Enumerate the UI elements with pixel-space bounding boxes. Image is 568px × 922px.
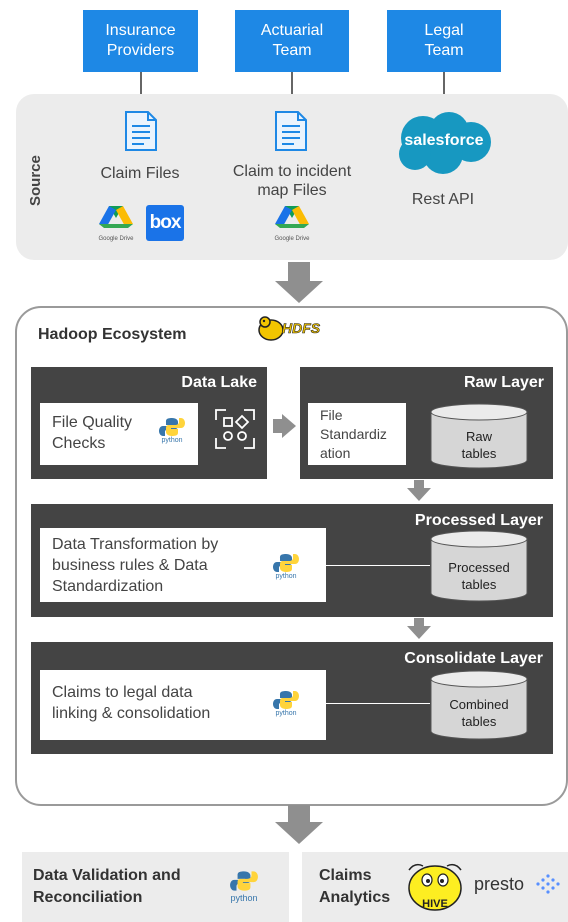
- source-label-line1: Legal: [424, 22, 464, 39]
- raw-tables-line1: Raw: [465, 429, 492, 444]
- document-icon: [274, 110, 308, 152]
- source-label-line1: Insurance: [105, 22, 176, 39]
- flow-arrow-body: [414, 480, 424, 489]
- source-label-line2: Team: [424, 42, 464, 59]
- claims-analytics-label: Claims Analytics: [319, 865, 390, 909]
- hdfs-logo: HDFS: [256, 313, 330, 343]
- google-drive-icon: Google Drive: [96, 206, 136, 242]
- source-label-line2: Providers: [106, 42, 175, 59]
- data-transformation-line3: Standardization: [52, 578, 164, 595]
- flow-arrow-head: [275, 281, 323, 303]
- consolidate-layer-title: Consolidate Layer: [404, 650, 543, 667]
- processed-layer-title: Processed Layer: [414, 512, 543, 529]
- document-icon: [124, 110, 158, 152]
- arrow-line: [140, 72, 142, 96]
- flow-arrow-head: [275, 822, 323, 844]
- flow-arrow-body: [414, 618, 424, 627]
- presto-logo-text: presto: [474, 874, 525, 894]
- file-quality-line2: Checks: [52, 435, 106, 452]
- flow-arrow-head: [407, 626, 431, 639]
- file-std-line2: Standardiz: [320, 426, 387, 442]
- salesforce-logo-text: salesforce: [404, 132, 484, 149]
- python-label: python: [230, 893, 258, 903]
- box-logo-text: box: [149, 212, 182, 233]
- data-transformation-line2: business rules & Data: [52, 557, 208, 574]
- data-validation-line2: Reconciliation: [33, 889, 143, 906]
- processed-tables-line2: tables: [461, 577, 497, 592]
- arrow-line: [291, 72, 293, 96]
- hdfs-logo-text: HDFS: [282, 320, 321, 337]
- incident-map-caption: Claim to incident map Files: [210, 162, 374, 200]
- processed-tables-line1: Processed: [448, 560, 510, 575]
- data-validation-line1: Data Validation and: [33, 867, 181, 884]
- arrow-line: [443, 72, 445, 96]
- python-icon: python: [226, 869, 262, 909]
- connector-line: [326, 703, 430, 704]
- claims-linking-line1: Claims to legal data: [52, 684, 193, 701]
- raw-tables-line2: tables: [461, 446, 497, 461]
- python-label: python: [275, 710, 297, 717]
- data-transformation-line1: Data Transformation by: [52, 536, 219, 553]
- flow-arrow-head: [282, 414, 296, 438]
- file-quality-line1: File Quality: [52, 414, 133, 431]
- file-std-line3: ation: [320, 445, 351, 461]
- google-drive-label: Google Drive: [274, 236, 310, 242]
- raw-tables-cylinder: Raw tables: [430, 403, 528, 469]
- raw-layer-title: Raw Layer: [463, 374, 544, 391]
- flow-arrow-head: [407, 488, 431, 501]
- source-label-line2: Team: [272, 42, 312, 59]
- data-lake-title: Data Lake: [181, 374, 257, 391]
- box-logo: box: [146, 205, 184, 241]
- file-std-line1: File: [320, 407, 343, 423]
- hive-logo-text: HIVE: [422, 898, 448, 910]
- processed-tables-cylinder: Processed tables: [430, 530, 528, 602]
- claims-analytics-line2: Analytics: [319, 889, 391, 906]
- python-icon: python: [272, 690, 300, 720]
- claim-files-caption: Claim Files: [100, 165, 180, 182]
- incident-caption-line1: Claim to incident: [232, 163, 352, 180]
- google-drive-icon: Google Drive: [272, 206, 312, 242]
- combined-tables-cylinder: Combined tables: [430, 670, 528, 740]
- claims-analytics-line1: Claims: [319, 867, 372, 884]
- hive-logo: HIVE: [405, 860, 465, 916]
- flow-arrow-body: [288, 262, 310, 282]
- source-label-line1: Actuarial: [260, 22, 324, 39]
- flow-arrow-body: [273, 419, 283, 433]
- flow-arrow-body: [288, 805, 310, 823]
- google-drive-label: Google Drive: [98, 236, 134, 242]
- combined-tables-line1: Combined: [449, 697, 509, 712]
- hadoop-ecosystem-title: Hadoop Ecosystem: [38, 326, 187, 343]
- python-icon: python: [158, 417, 186, 447]
- combined-tables-line2: tables: [461, 714, 497, 729]
- salesforce-logo: salesforce: [393, 108, 495, 178]
- data-validation-label: Data Validation and Reconciliation: [33, 865, 181, 909]
- python-label: python: [161, 437, 183, 444]
- claims-linking-line2: linking & consolidation: [52, 705, 211, 722]
- python-icon: python: [272, 553, 300, 583]
- source-label: Source: [27, 155, 44, 206]
- data-quality-scan-icon: [212, 406, 258, 452]
- connector-line: [326, 565, 430, 566]
- rest-api-caption: Rest API: [411, 191, 475, 208]
- incident-caption-line2: map Files: [257, 182, 327, 199]
- file-standardization-box: File Standardiz ation: [308, 403, 406, 465]
- presto-logo: presto: [474, 874, 564, 898]
- python-label: python: [275, 573, 297, 580]
